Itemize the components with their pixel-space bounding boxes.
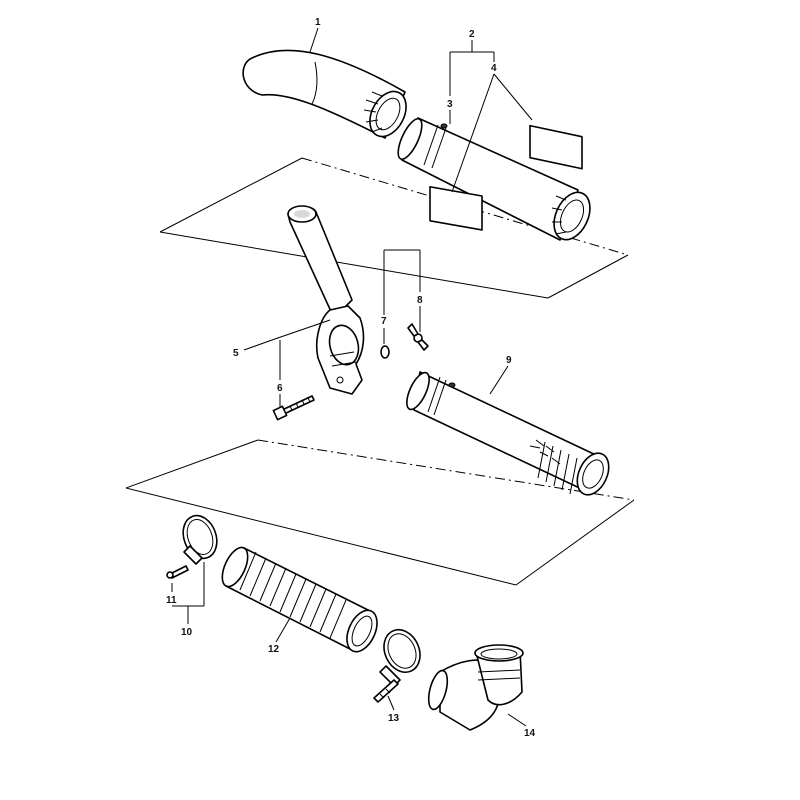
callout-11: 11 [166, 595, 177, 606]
bellows-hose [221, 546, 378, 653]
decal-upper [529, 124, 583, 170]
callout-13: 13 [388, 713, 400, 724]
callout-9: 9 [506, 355, 512, 366]
callout-1: 1 [315, 17, 321, 28]
callout-4: 4 [491, 63, 497, 74]
callouts: 1 2 3 4 5 6 7 8 9 10 11 12 13 14 [166, 17, 536, 739]
callout-8: 8 [417, 295, 423, 306]
callout-14: 14 [524, 728, 536, 739]
callout-3: 3 [447, 99, 453, 110]
hose-clamp-right [373, 629, 421, 703]
straight-pipe [397, 117, 591, 241]
decal-lower [429, 186, 483, 231]
callout-7: 7 [381, 316, 387, 327]
washer [380, 345, 390, 359]
elbow-pipe [427, 644, 524, 731]
bolt [272, 395, 315, 421]
lower-assembly-plane [125, 439, 635, 586]
callout-5: 5 [233, 348, 239, 359]
callout-6: 6 [277, 383, 283, 394]
callout-12: 12 [268, 644, 280, 655]
wing-nut [407, 323, 429, 351]
upper-assembly-plane [159, 157, 629, 299]
curved-pipe [242, 49, 407, 139]
handle [287, 205, 365, 395]
callout-10: 10 [181, 627, 193, 638]
hose-clamp-left [166, 514, 218, 579]
nozzle-pipe [406, 371, 610, 496]
leader-lines [171, 27, 533, 727]
callout-2: 2 [469, 29, 475, 40]
